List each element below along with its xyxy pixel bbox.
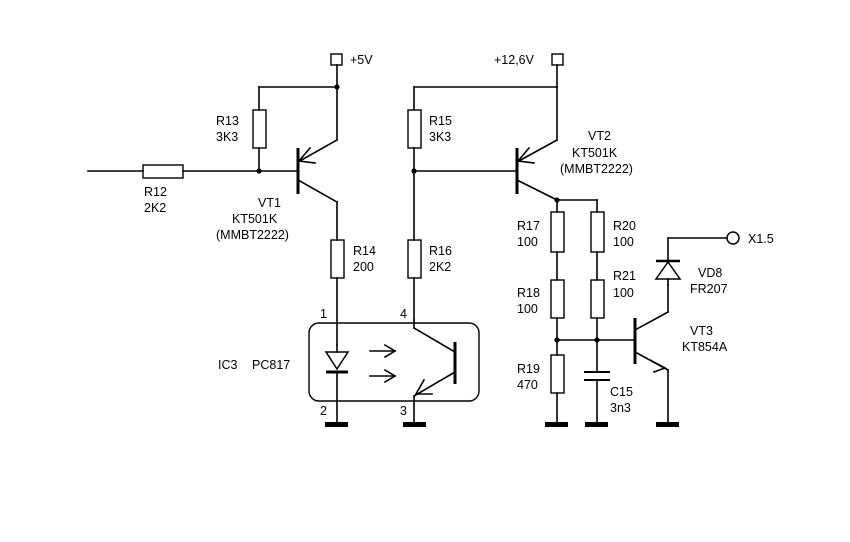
r17-ref: R17 (517, 219, 540, 233)
ic3-ref: IC3 (218, 358, 238, 372)
output-label: X1.5 (748, 232, 774, 246)
supply-5v-terminal (330, 53, 343, 66)
vt1-part: KT501K (232, 212, 278, 226)
r12-ref: R12 (144, 185, 167, 199)
r14-ref: R14 (353, 244, 376, 258)
resistor-r15 (407, 109, 422, 149)
vt3-part: KT854A (682, 340, 728, 354)
vd8-ref: VD8 (698, 266, 722, 280)
resistor-r18 (550, 279, 565, 319)
vt2-ref: VT2 (588, 129, 611, 143)
supply-5v-label: +5V (350, 53, 373, 67)
r18-value: 100 (517, 302, 538, 316)
light-arrows-icon (369, 343, 397, 384)
resistor-r20 (590, 211, 605, 253)
supply-12v-terminal (551, 53, 564, 66)
optocoupler-phototransistor (412, 319, 457, 423)
r21-ref: R21 (613, 269, 636, 283)
c15-value: 3n3 (610, 401, 631, 415)
ic3-part: PC817 (252, 358, 290, 372)
resistor-r13 (252, 109, 267, 149)
vt2-alt: (MMBT2222) (560, 162, 633, 176)
ground-icon (403, 422, 426, 427)
transistor-vt3 (633, 284, 670, 423)
vd8-part: FR207 (690, 282, 728, 296)
r19-ref: R19 (517, 362, 540, 376)
pin-1-label: 1 (320, 307, 327, 321)
diode-vd8 (654, 237, 728, 286)
resistor-r19 (550, 354, 565, 394)
r21-value: 100 (613, 286, 634, 300)
vt1-ref: VT1 (258, 196, 281, 210)
r15-ref: R15 (429, 114, 452, 128)
optocoupler-led (324, 344, 350, 423)
r16-ref: R16 (429, 244, 452, 258)
supply-12v-label: +12,6V (494, 53, 535, 67)
capacitor-c15 (584, 371, 610, 423)
transistor-vt2 (515, 86, 559, 202)
r13-ref: R13 (216, 114, 239, 128)
r17-value: 100 (517, 235, 538, 249)
r15-value: 3K3 (429, 130, 451, 144)
resistor-r21 (590, 279, 605, 319)
r16-value: 2K2 (429, 260, 451, 274)
ground-icon (656, 422, 679, 427)
pin-2-label: 2 (320, 404, 327, 418)
vt2-part: KT501K (572, 146, 618, 160)
resistor-r17 (550, 211, 565, 253)
r20-ref: R20 (613, 219, 636, 233)
vt1-alt: (MMBT2222) (216, 228, 289, 242)
resistor-r12 (142, 164, 184, 179)
output-terminal (726, 231, 740, 245)
r12-value: 2K2 (144, 201, 166, 215)
pin-3-label: 3 (400, 404, 407, 418)
pin-4-label: 4 (400, 307, 407, 321)
optocoupler-ic3-body (308, 322, 480, 402)
vt3-ref: VT3 (690, 324, 713, 338)
ground-icon (545, 422, 568, 427)
c15-ref: C15 (610, 385, 633, 399)
r19-value: 470 (517, 378, 538, 392)
ground-icon (325, 422, 348, 427)
r14-value: 200 (353, 260, 374, 274)
transistor-vt1 (296, 86, 339, 241)
resistor-r14 (330, 239, 345, 279)
r20-value: 100 (613, 235, 634, 249)
r13-value: 3K3 (216, 130, 238, 144)
resistor-r16 (407, 239, 422, 279)
r18-ref: R18 (517, 286, 540, 300)
ground-icon (585, 422, 608, 427)
